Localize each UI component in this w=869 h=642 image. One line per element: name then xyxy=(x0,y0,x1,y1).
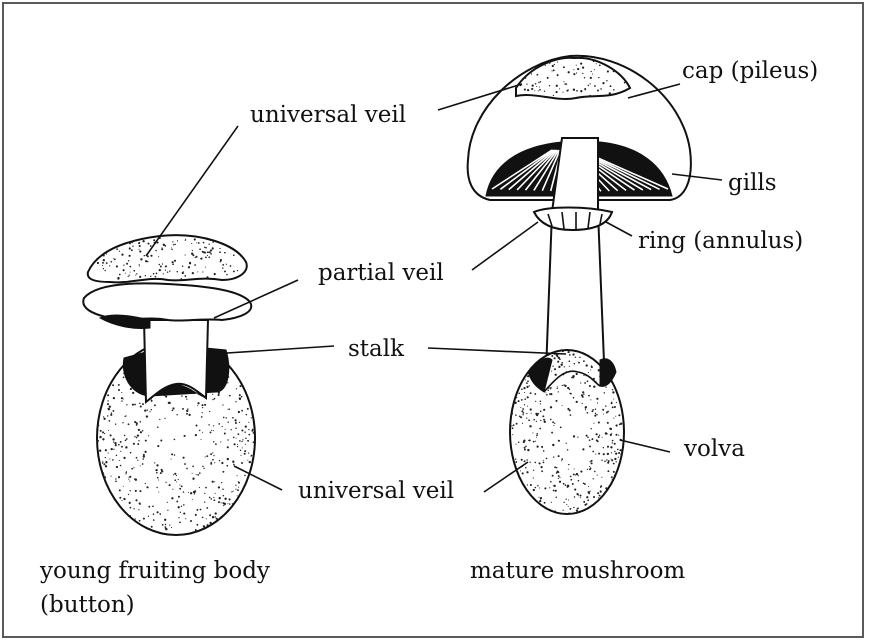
leader-stalk-left xyxy=(212,346,334,354)
label-ring: ring (annulus) xyxy=(638,228,803,254)
caption-mature: mature mushroom xyxy=(470,558,685,584)
leader-ring xyxy=(606,222,632,236)
label-gills: gills xyxy=(728,170,777,196)
label-cap: cap (pileus) xyxy=(682,58,818,84)
leader-volva xyxy=(620,440,670,452)
mature-volva-cup-right xyxy=(600,359,616,387)
label-stalk: stalk xyxy=(348,336,405,362)
captions: young fruiting body (button) mature mush… xyxy=(39,558,685,618)
label-partial-veil: partial veil xyxy=(318,260,444,286)
leader-stalk-right xyxy=(428,348,566,354)
caption-young-line2: (button) xyxy=(40,592,135,618)
leader-partial-veil-right xyxy=(472,222,538,270)
button-cap xyxy=(88,235,247,282)
young-fruiting-body-illustration xyxy=(83,235,255,535)
label-universal-veil-bottom: universal veil xyxy=(298,478,454,504)
mature-mushroom-illustration xyxy=(468,56,691,515)
label-universal-veil-top: universal veil xyxy=(250,102,406,128)
caption-young-line1: young fruiting body xyxy=(39,558,270,584)
label-volva: volva xyxy=(683,436,745,462)
